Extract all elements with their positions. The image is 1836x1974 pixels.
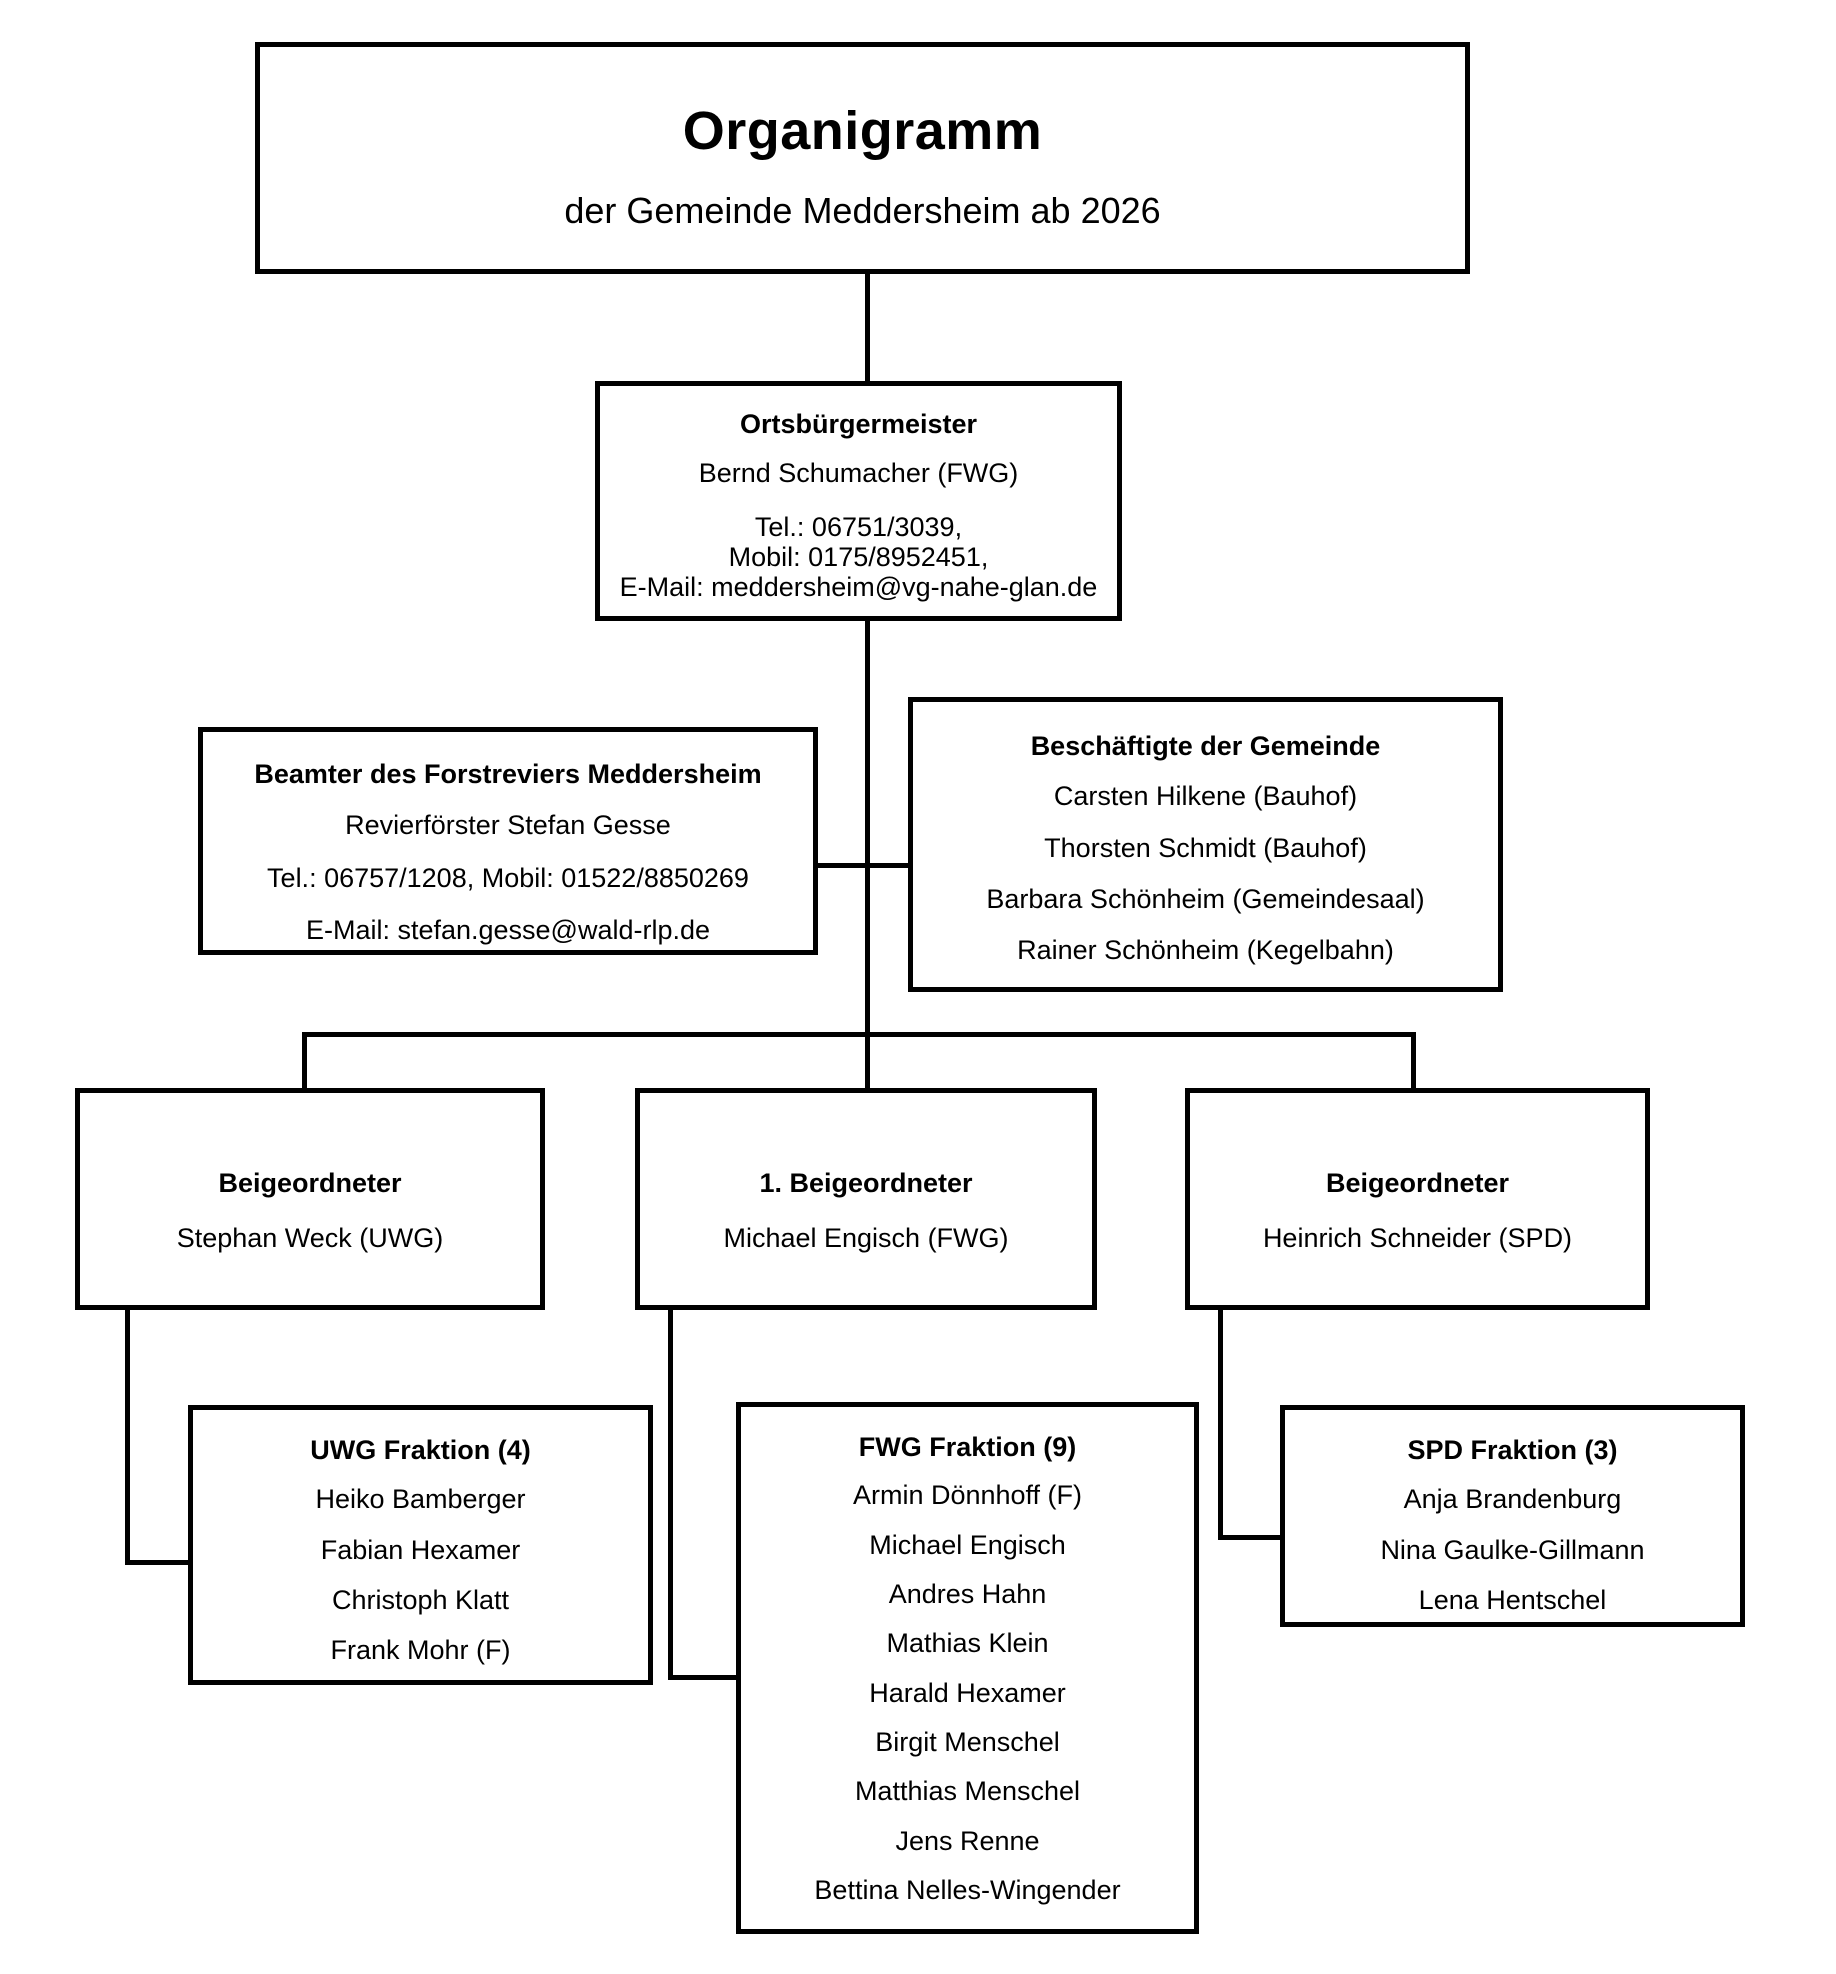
forester-name: Revierförster Stefan Gesse (345, 810, 671, 841)
mayor-name: Bernd Schumacher (FWG) (698, 458, 1019, 489)
deputy-left-box: Beigeordneter Stephan Weck (UWG) (75, 1088, 545, 1310)
forester-email: E-Mail: stefan.gesse@wald-rlp.de (305, 915, 711, 946)
employees-header: Beschäftigte der Gemeinde (1030, 731, 1381, 761)
fraction-fwg-member: Armin Dönnhoff (F) (852, 1480, 1083, 1511)
forester-role: Beamter des Forstreviers Meddersheim (254, 759, 762, 789)
fraction-fwg-member: Andres Hahn (888, 1579, 1047, 1610)
fraction-uwg-box: UWG Fraktion (4) Heiko Bamberger Fabian … (188, 1405, 653, 1685)
fraction-fwg-header: FWG Fraktion (9) (858, 1432, 1077, 1462)
deputy-left-name: Stephan Weck (UWG) (176, 1223, 444, 1254)
deputy-right-name: Heinrich Schneider (SPD) (1262, 1223, 1573, 1254)
connector-center-deputy-horizontal (668, 1675, 738, 1680)
employee-item: Rainer Schönheim (Kegelbahn) (1017, 935, 1394, 966)
mayor-tel: Tel.: 06751/3039, (754, 511, 963, 542)
deputy-right-box: Beigeordneter Heinrich Schneider (SPD) (1185, 1088, 1650, 1310)
fraction-fwg-member: Mathias Klein (886, 1628, 1049, 1659)
connector-bus-to-center-deputy (865, 1032, 870, 1092)
connector-right-deputy-horizontal (1218, 1535, 1283, 1540)
forester-tel: Tel.: 06757/1208, Mobil: 01522/8850269 (267, 862, 749, 893)
fraction-fwg-member: Birgit Menschel (875, 1727, 1060, 1758)
mayor-mobil: Mobil: 0175/8952451, (728, 542, 989, 572)
connector-deputy-bus (302, 1032, 1416, 1037)
fraction-uwg-member: Fabian Hexamer (320, 1534, 521, 1565)
page-subtitle: der Gemeinde Meddersheim ab 2026 (564, 190, 1161, 232)
fraction-uwg-member: Christoph Klatt (331, 1585, 510, 1616)
connector-left-deputy-vertical (125, 1310, 130, 1565)
employee-item: Carsten Hilkene (Bauhof) (1053, 781, 1358, 812)
connector-center-deputy-vertical (668, 1310, 673, 1680)
connector-title-to-mayor (865, 272, 870, 382)
fraction-uwg-header: UWG Fraktion (4) (310, 1435, 531, 1465)
connector-bus-to-left-deputy (302, 1032, 307, 1092)
deputy-center-name: Michael Engisch (FWG) (723, 1223, 1009, 1254)
fraction-spd-member: Anja Brandenburg (1403, 1484, 1622, 1515)
fraction-fwg-member: Matthias Menschel (854, 1776, 1081, 1807)
deputy-left-role: Beigeordneter (218, 1168, 402, 1198)
connector-bus-to-right-deputy (1411, 1032, 1416, 1092)
fraction-spd-header: SPD Fraktion (3) (1407, 1435, 1618, 1465)
fraction-spd-member: Lena Hentschel (1418, 1585, 1607, 1616)
fraction-uwg-member: Frank Mohr (F) (330, 1635, 511, 1666)
mayor-box: Ortsbürgermeister Bernd Schumacher (FWG)… (595, 381, 1122, 621)
deputy-right-role: Beigeordneter (1325, 1168, 1510, 1198)
mayor-role: Ortsbürgermeister (739, 409, 978, 439)
mayor-email: E-Mail: meddersheim@vg-nahe-glan.de (619, 572, 1098, 603)
employee-item: Thorsten Schmidt (Bauhof) (1044, 832, 1367, 863)
fraction-fwg-member: Jens Renne (895, 1825, 1040, 1856)
title-box: Organigramm der Gemeinde Meddersheim ab … (255, 42, 1470, 274)
fraction-spd-member: Nina Gaulke-Gillmann (1380, 1534, 1645, 1565)
connector-mayor-to-employees (865, 863, 910, 868)
connector-left-deputy-horizontal (125, 1560, 190, 1565)
fraction-fwg-member: Bettina Nelles-Wingender (814, 1875, 1121, 1906)
deputy-center-role: 1. Beigeordneter (759, 1168, 973, 1198)
deputy-center-box: 1. Beigeordneter Michael Engisch (FWG) (635, 1088, 1097, 1310)
fraction-spd-box: SPD Fraktion (3) Anja Brandenburg Nina G… (1280, 1405, 1745, 1627)
fraction-fwg-member: Michael Engisch (869, 1529, 1066, 1560)
connector-mayor-vertical (865, 620, 870, 1035)
forester-box: Beamter des Forstreviers Meddersheim Rev… (198, 727, 818, 955)
fraction-fwg-box: FWG Fraktion (9) Armin Dönnhoff (F) Mich… (736, 1402, 1199, 1934)
page-title: Organigramm (682, 101, 1043, 161)
connector-right-deputy-vertical (1218, 1310, 1223, 1540)
employee-item: Barbara Schönheim (Gemeindesaal) (986, 884, 1425, 915)
fraction-fwg-member: Harald Hexamer (869, 1677, 1066, 1708)
fraction-uwg-member: Heiko Bamberger (315, 1484, 526, 1515)
employees-box: Beschäftigte der Gemeinde Carsten Hilken… (908, 697, 1503, 992)
